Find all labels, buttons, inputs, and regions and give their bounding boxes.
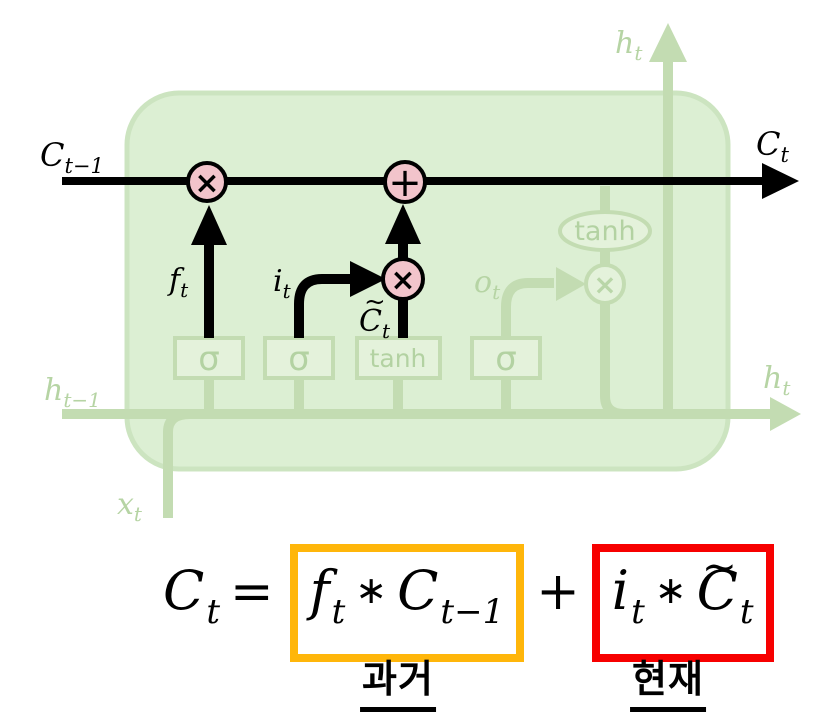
input-factor-base: i [611, 559, 630, 622]
candidate-gate-label: tanh [370, 344, 427, 373]
gate-boxes: σ σ tanh σ [173, 336, 542, 380]
candidate-factor-sub: t [739, 592, 754, 632]
tanh-branch-bottom [600, 303, 625, 419]
candidate-factor: ~C [696, 542, 738, 640]
h-top-label: ht [615, 26, 643, 65]
candidate-multiply-op [381, 257, 425, 301]
forget-factor-sub: t [331, 592, 346, 632]
c-prev-factor-sub: t−1 [440, 592, 505, 632]
equals-sign: = [230, 562, 274, 622]
cell-state-formula: Ct=ft∗Ct−1+it∗~Ct [163, 542, 776, 662]
candidate-factor-base: C [696, 559, 738, 622]
tanh-pill [558, 210, 652, 252]
past-term-box: ft∗Ct−1 [289, 544, 525, 662]
add-icon: + [388, 160, 422, 206]
input-arrowhead [350, 261, 386, 297]
candidate-tilde: ~ [364, 287, 386, 317]
cell-state-arrowhead [762, 163, 799, 199]
h-prev-label: ht−1 [44, 373, 101, 412]
faded-wiring [62, 62, 770, 518]
h-right-arrowhead [770, 397, 801, 431]
output-gate-signal-label: ot [474, 265, 501, 304]
output-multiply-op [584, 263, 626, 305]
input-signal-label: it [273, 264, 292, 303]
h-top-arrowhead [649, 23, 687, 62]
formula-lhs-base: C [163, 559, 205, 622]
multiply-star: ∗ [654, 568, 687, 612]
present-caption: 현재 [630, 648, 706, 712]
x-input-label: xt [117, 487, 143, 526]
output-multiply-icon: × [593, 268, 616, 301]
candidate-arrowhead [385, 204, 421, 244]
output-gate-box [470, 336, 542, 380]
plus-sign: + [536, 562, 580, 622]
c-prev-factor-base: C [397, 559, 439, 622]
c-prev-label: Ct−1 [40, 136, 104, 178]
formula-lhs-sub: t [206, 592, 220, 632]
x-input-line [163, 409, 191, 518]
forget-gate-label: σ [198, 339, 220, 379]
tanh-pill-label: tanh [574, 216, 635, 247]
forget-multiply-op [186, 161, 228, 203]
add-op [383, 160, 427, 204]
forget-multiply-icon: × [194, 166, 219, 201]
input-gate-box [263, 336, 335, 380]
past-caption: 과거 [360, 648, 436, 712]
input-signal-curve [294, 274, 350, 338]
input-factor-sub: t [631, 592, 645, 632]
output-gate-label: σ [495, 339, 517, 379]
h-right-label: ht [763, 361, 791, 400]
output-gate-curve [501, 278, 554, 338]
output-gate-arrowhead [556, 267, 586, 301]
forget-factor-base: f [309, 559, 330, 622]
c-out-label: Ct [756, 125, 789, 167]
candidate-factor-tilde: ~ [701, 542, 737, 591]
present-term-box: it∗~Ct [591, 542, 774, 662]
candidate-signal-label: Ct [359, 304, 391, 343]
input-gate-label: σ [288, 339, 310, 379]
candidate-multiply-icon: × [390, 263, 415, 298]
forget-arrowhead [191, 205, 227, 245]
multiply-star: ∗ [355, 568, 388, 612]
lstm-diagram-svg: tanh × σ σ tanh σ ht ht−1 xt ot ht [40, 23, 801, 526]
